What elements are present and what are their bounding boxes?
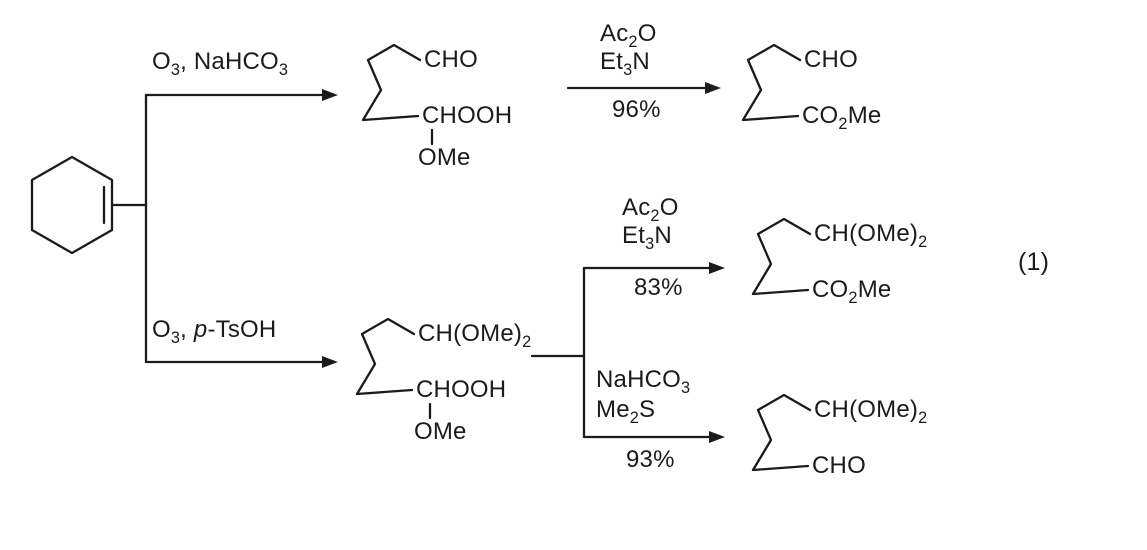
intermediate-top-skeleton	[361, 43, 422, 122]
branch-a-reagent-1: Ac2O	[622, 194, 679, 225]
intermediate-top-ome-label: OMe	[418, 144, 471, 171]
step2-reagent-2: Et3N	[600, 48, 650, 79]
intermediate-bottom-skeleton	[355, 317, 416, 396]
step2-yield: 96%	[612, 96, 661, 123]
product-top-cho-label: CHO	[804, 46, 858, 73]
intermediate-bottom-choooh-label: CHOOH	[416, 376, 507, 403]
arrow-ozonolysis-bottom	[144, 356, 338, 368]
equation-number: (1)	[1018, 248, 1050, 276]
intermediate-top-choooh-label: CHOOH	[422, 102, 513, 129]
product-b-cho-label: CHO	[812, 452, 866, 479]
branch-a-yield: 83%	[634, 274, 683, 301]
branch-b-reagent-1: NaHCO3	[596, 366, 691, 397]
branch-a-reagent-2: Et3N	[622, 222, 672, 253]
intermediate-top-cho-label: CHO	[424, 46, 478, 73]
arrow-branch-a	[582, 262, 725, 274]
step2-reagent-1: Ac2O	[600, 20, 657, 51]
cyclohexene-structure	[30, 155, 114, 255]
branch-b-reagent-2: Me2S	[596, 396, 656, 427]
reagents-bottom-path: O3, p-TsOH	[152, 316, 277, 347]
product-a-ester-label: CO2Me	[812, 276, 892, 307]
arrow-step2-top	[566, 82, 721, 94]
arrow-ozonolysis-top	[144, 89, 338, 101]
product-b-skeleton	[751, 393, 812, 472]
reagents-top-path: O3, NaHCO3	[152, 48, 289, 79]
product-a-acetal-label: CH(OMe)2	[814, 220, 928, 251]
product-b-acetal-label: CH(OMe)2	[814, 396, 928, 427]
product-a-skeleton	[751, 217, 812, 296]
product-top-ester-label: CO2Me	[802, 102, 882, 133]
intermediate-bottom-acetal-label: CH(OMe)2	[418, 320, 532, 351]
arrow-branch-b	[582, 431, 725, 443]
product-top-skeleton	[741, 43, 802, 122]
cyclohexene-ring	[30, 155, 114, 255]
intermediate-bottom-ome-label: OMe	[414, 418, 467, 445]
branch-b-yield: 93%	[626, 446, 675, 473]
